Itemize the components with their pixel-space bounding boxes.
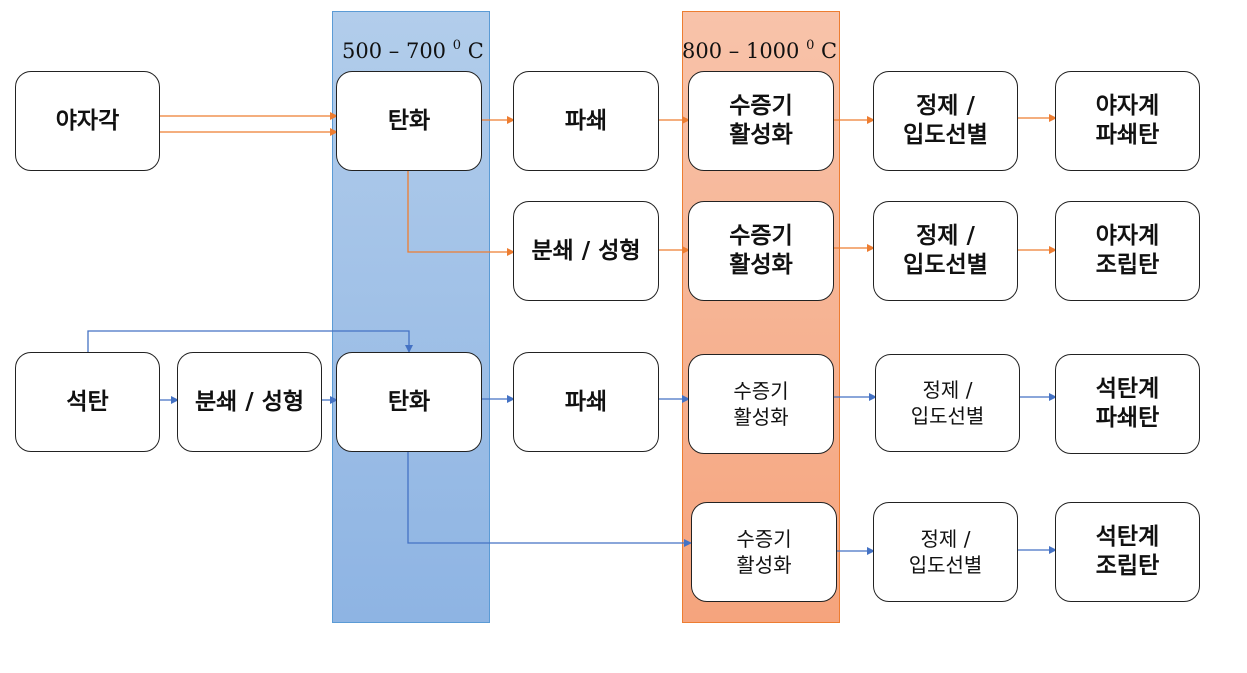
temp-low: 800: [682, 39, 723, 63]
node-product-coal-granular: 석탄계 조립탄: [1055, 502, 1200, 602]
activation-temperature-label: 800 – 1000 0 C: [682, 38, 837, 63]
node-purification-3: 정제 / 입도선별: [875, 354, 1020, 452]
node-grinding-molding-3: 분쇄 / 성형: [177, 352, 322, 452]
degree-mark: 0: [806, 38, 815, 53]
node-purification-4: 정제 / 입도선별: [873, 502, 1018, 602]
node-grinding-molding-2: 분쇄 / 성형: [513, 201, 659, 301]
node-product-coal-crushed: 석탄계 파쇄탄: [1055, 354, 1200, 454]
node-crushing-1: 파쇄: [513, 71, 659, 171]
node-steam-activation-2: 수증기 활성화: [688, 201, 834, 301]
temp-high: 700: [405, 39, 447, 63]
node-product-coconut-granular: 야자계 조립탄: [1055, 201, 1200, 301]
node-steam-activation-3: 수증기 활성화: [688, 354, 834, 454]
temp-low: 500: [342, 39, 383, 63]
node-purification-2: 정제 / 입도선별: [873, 201, 1018, 301]
node-carbonization-1: 탄화: [336, 71, 482, 171]
temp-high: 1000: [745, 39, 800, 63]
node-product-coconut-crushed: 야자계 파쇄탄: [1055, 71, 1200, 171]
node-steam-activation-4: 수증기 활성화: [691, 502, 837, 602]
temp-unit: C: [814, 39, 838, 63]
temp-unit: C: [461, 39, 484, 63]
node-crushing-3: 파쇄: [513, 352, 659, 452]
node-steam-activation-1: 수증기 활성화: [688, 71, 834, 171]
degree-mark: 0: [452, 38, 462, 53]
node-coal: 석탄: [15, 352, 160, 452]
temp-dash: –: [722, 39, 746, 63]
temp-dash: –: [382, 39, 406, 63]
carbonization-temperature-label: 500 – 700 0 C: [342, 38, 484, 63]
node-purification-1: 정제 / 입도선별: [873, 71, 1018, 171]
node-coconut-shell: 야자각: [15, 71, 160, 171]
node-carbonization-3: 탄화: [336, 352, 482, 452]
